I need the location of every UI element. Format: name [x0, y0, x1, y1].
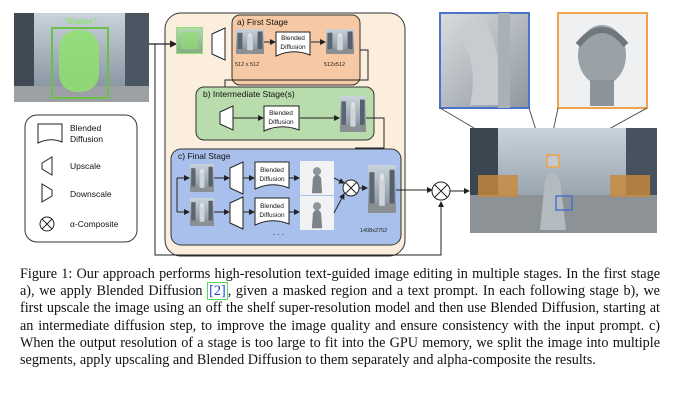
ellipsis: . . . [273, 228, 284, 237]
mask-prompt-label: "Statue" [63, 16, 97, 26]
svg-text:Diffusion: Diffusion [280, 44, 306, 51]
stage-a-input-res: 512 x 512 [235, 62, 259, 68]
output-crops [439, 12, 648, 109]
svg-text:Blended: Blended [260, 203, 284, 210]
final-resolution: 1408x2752 [360, 228, 387, 234]
stage-a-output-res: 512x512 [324, 62, 345, 68]
input-image: "Statue" [14, 13, 149, 102]
svg-text:Blended: Blended [269, 110, 293, 117]
svg-text:Blended: Blended [281, 35, 305, 42]
stage-c: c) Final Stage Blended Diffusion Blended… [170, 148, 402, 246]
legend-blended-2: Diffusion [70, 134, 103, 144]
svg-text:Diffusion: Diffusion [268, 119, 294, 126]
svg-text:Blended: Blended [260, 167, 284, 174]
caption-part1: Figure 1: Our approach performs high-res… [20, 266, 660, 300]
legend-blended-1: Blended [70, 123, 101, 133]
caption-part2: , given a masked region and a text promp… [20, 283, 660, 369]
svg-text:Diffusion: Diffusion [259, 212, 285, 219]
legend: Blended Diffusion Upscale Downscale α-Co… [24, 114, 138, 243]
figure-caption: Figure 1: Our approach performs high-res… [20, 266, 660, 369]
legend-downscale: Downscale [70, 189, 112, 199]
legend-composite: α-Composite [70, 219, 119, 229]
output-image [470, 128, 657, 233]
citation-link[interactable]: [2] [207, 282, 228, 301]
stage-b-label: b) Intermediate Stage(s) [203, 89, 295, 99]
svg-text:Diffusion: Diffusion [259, 176, 285, 183]
stage-a: a) First Stage 512 x 512 Blended Diffusi… [176, 14, 361, 86]
stage-b: b) Intermediate Stage(s) Blended Diffusi… [195, 86, 375, 141]
legend-upscale: Upscale [70, 161, 101, 171]
stage-c-label: c) Final Stage [178, 151, 231, 161]
stage-a-label: a) First Stage [237, 17, 288, 27]
pipeline-figure: "Statue" a) First Stage 512 x 512 Blende… [14, 12, 657, 257]
